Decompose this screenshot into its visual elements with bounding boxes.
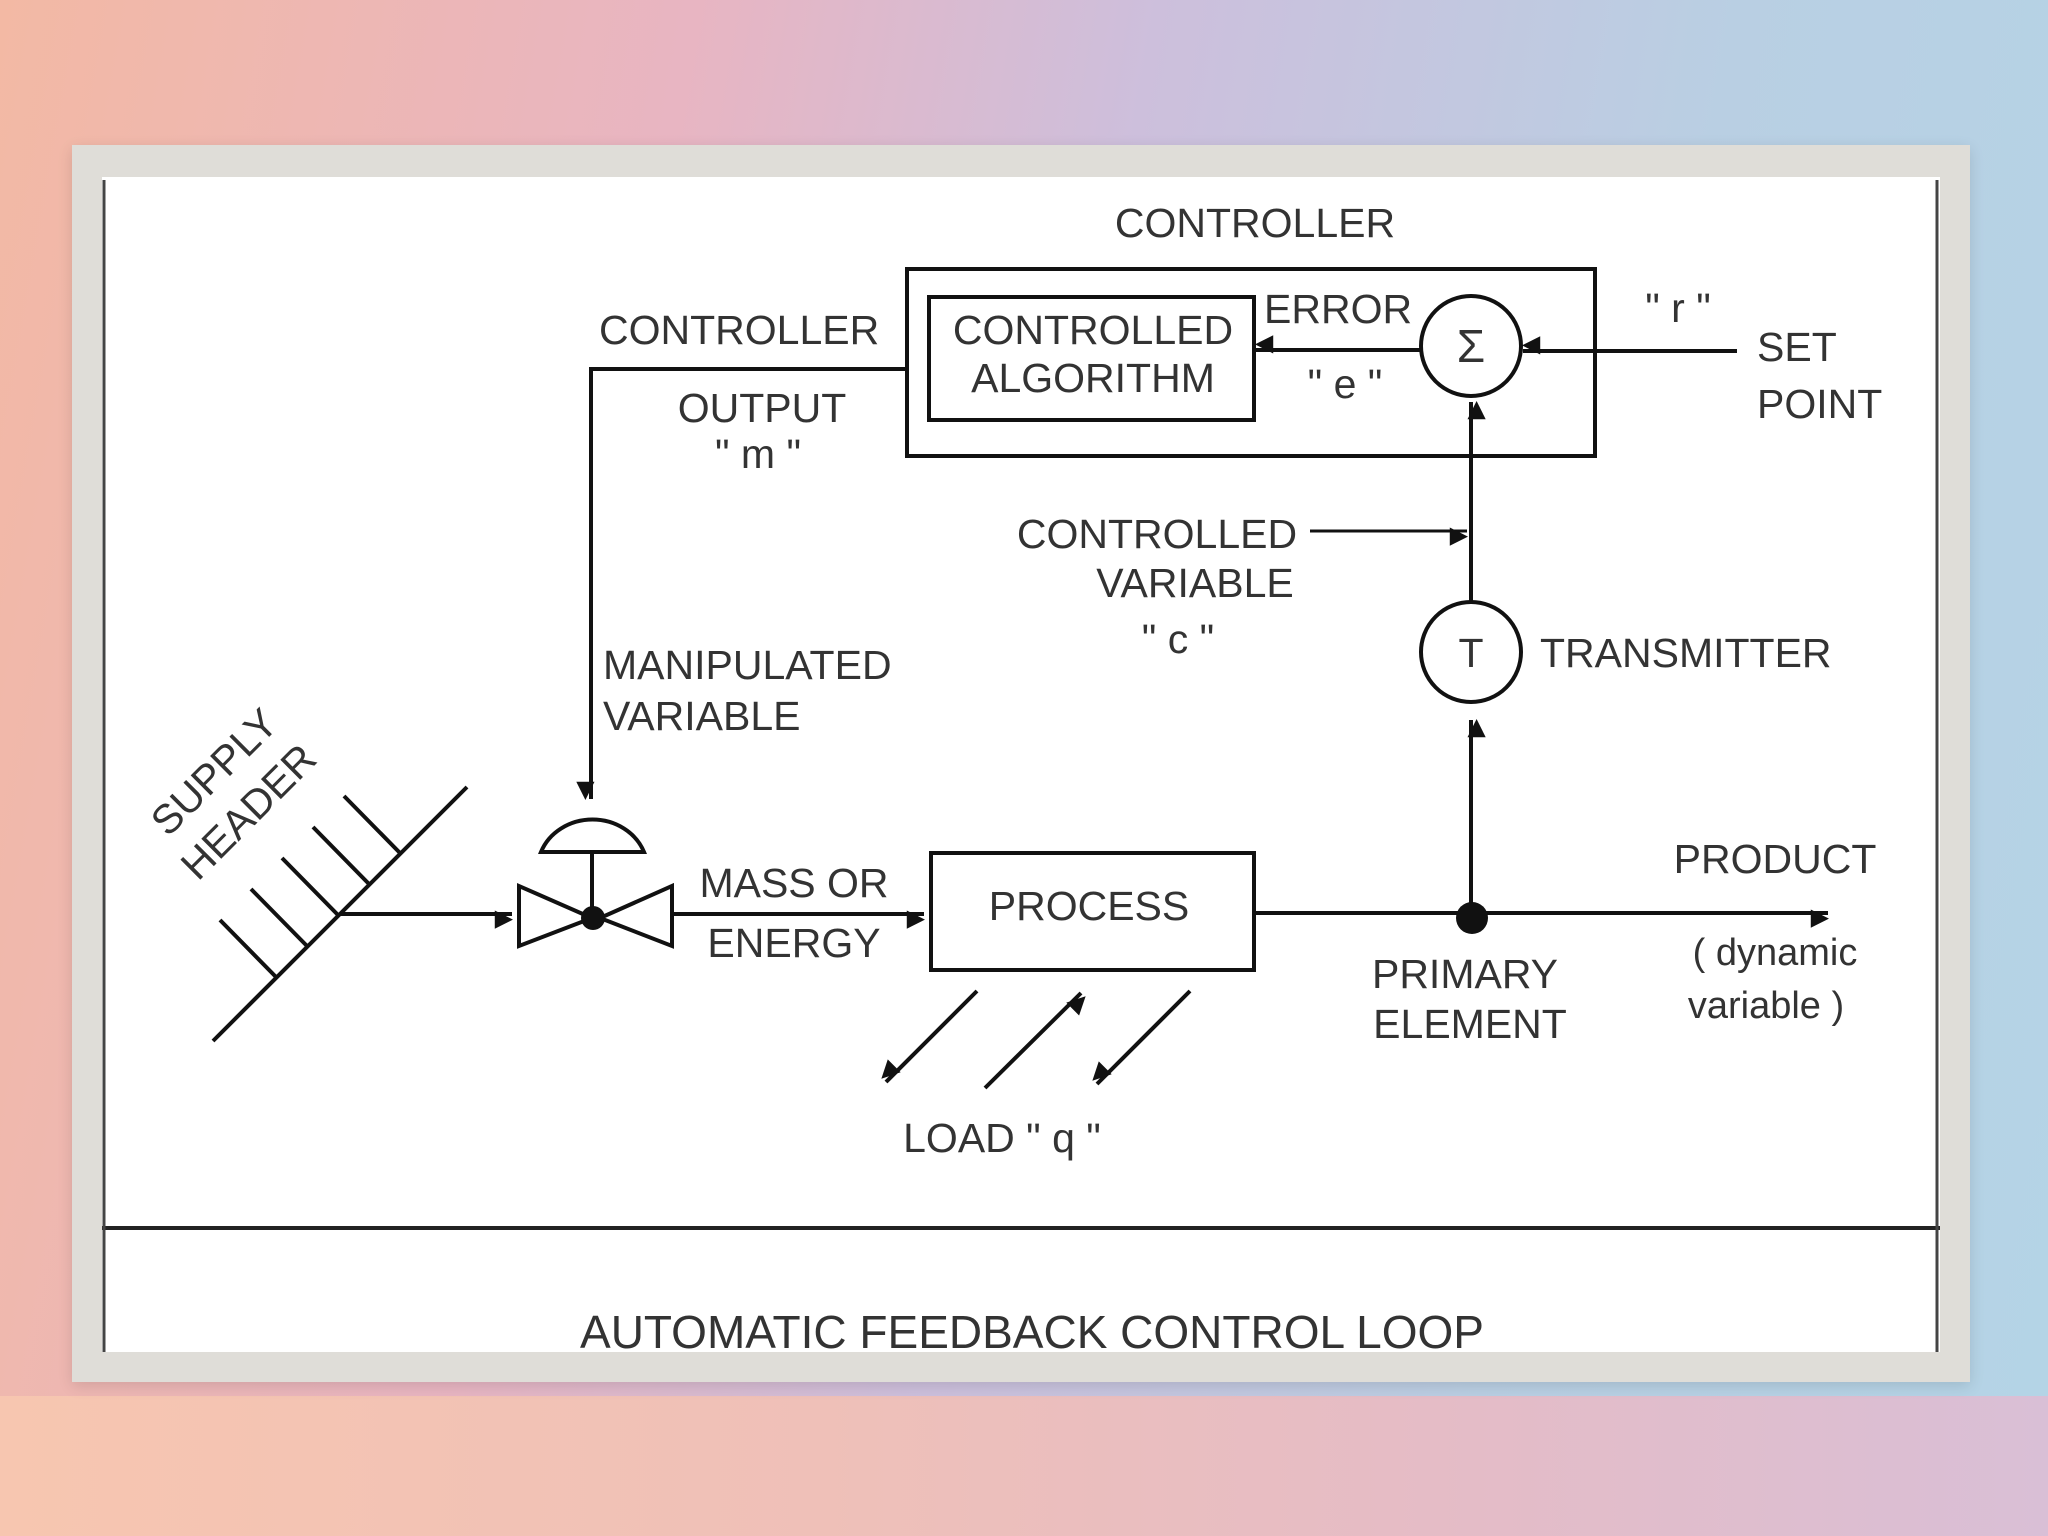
dynamic-variable-label-line1: ( dynamic <box>1693 932 1858 974</box>
control-valve-symbol <box>517 817 674 949</box>
controlled-variable-label-line1: CONTROLLED <box>1017 511 1297 557</box>
mass-energy-label-line2: ENERGY <box>707 920 880 966</box>
controller-output-label-line2: OUTPUT <box>678 385 847 431</box>
diagram-panel <box>102 177 1940 1352</box>
product-label: PRODUCT <box>1674 836 1877 882</box>
transmitter-symbol: T <box>1458 630 1483 676</box>
controller-box <box>905 267 1597 458</box>
transmitter-label: TRANSMITTER <box>1540 630 1832 676</box>
controller-output-line <box>576 367 907 800</box>
controlled-algorithm-label-line1: CONTROLLED <box>953 307 1233 353</box>
background-bottom-band <box>0 1396 2048 1536</box>
controller-output-label-line1: CONTROLLER <box>599 307 879 353</box>
primary-element-label-line2: ELEMENT <box>1373 1001 1567 1047</box>
process-label: PROCESS <box>989 883 1190 929</box>
load-arrow-out-left <box>881 989 979 1084</box>
set-point-symbol-label: " r " <box>1645 285 1711 331</box>
controller-output-label-line3: " m " <box>715 431 801 477</box>
set-point-label-line1: SET <box>1757 324 1837 370</box>
manipulated-variable-label-line1: MANIPULATED <box>603 642 892 688</box>
controlled-variable-label-line2: VARIABLE <box>1096 560 1294 606</box>
mass-energy-label-line1: MASS OR <box>699 860 888 906</box>
load-arrow-out-right <box>1092 989 1192 1086</box>
set-point-label-line2: POINT <box>1757 381 1882 427</box>
primary-element-dot <box>1456 902 1488 934</box>
controlled-variable-label-line3: " c " <box>1142 616 1214 662</box>
load-arrow-in <box>983 991 1086 1090</box>
diagram-caption: AUTOMATIC FEEDBACK CONTROL LOOP <box>580 1306 1484 1358</box>
controlled-algorithm-label-line2: ALGORITHM <box>971 355 1215 401</box>
controller-title: CONTROLLER <box>1115 200 1395 246</box>
controlled-algorithm-box <box>927 295 1256 422</box>
error-label: ERROR <box>1264 286 1412 332</box>
primary-element-label-line1: PRIMARY <box>1372 951 1558 997</box>
manipulated-variable-label-line2: VARIABLE <box>603 693 801 739</box>
sigma-symbol: Σ <box>1457 320 1485 372</box>
error-symbol-label: " e " <box>1308 361 1383 407</box>
load-label: LOAD " q " <box>903 1115 1101 1161</box>
dynamic-variable-label-line2: variable ) <box>1688 985 1844 1027</box>
summing-junction <box>1419 294 1523 398</box>
